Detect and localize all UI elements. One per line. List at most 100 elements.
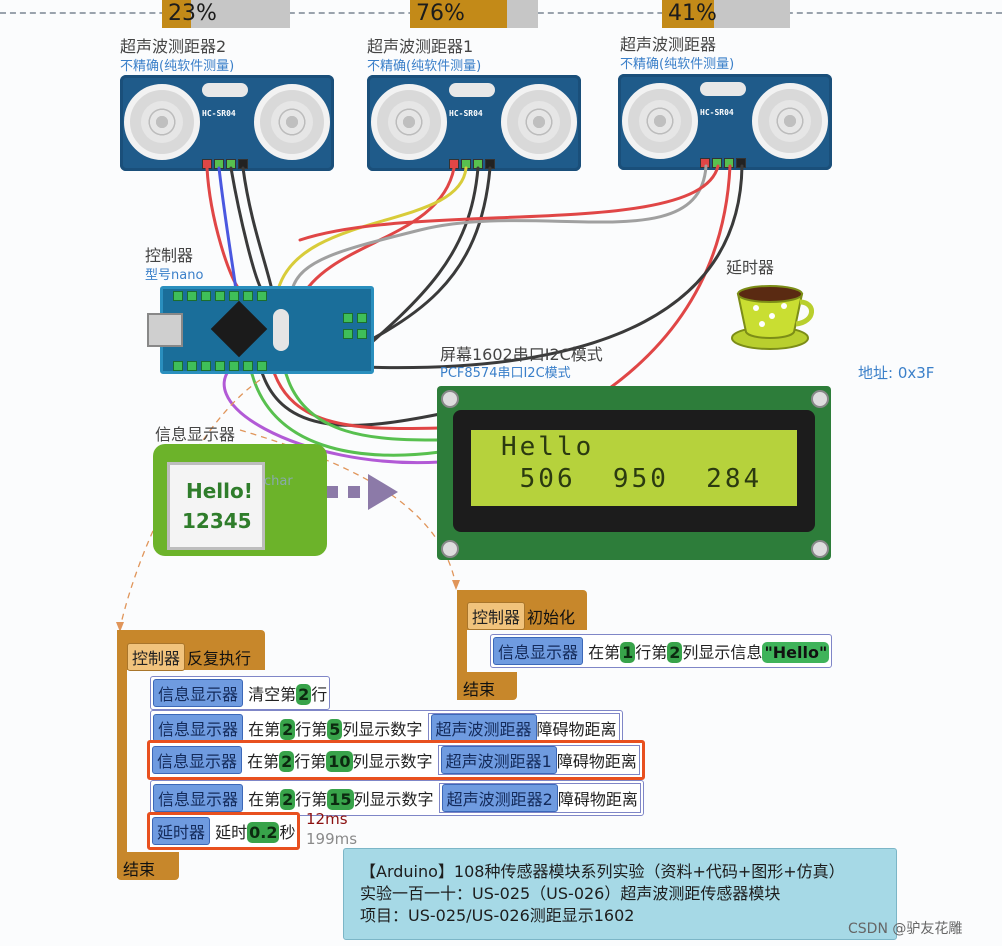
header-pin[interactable] xyxy=(243,291,253,301)
wire-yellow xyxy=(276,166,468,292)
device-chip[interactable]: 信息显示器 xyxy=(152,746,243,774)
header-pin[interactable] xyxy=(187,291,197,301)
init-label: 初始化 xyxy=(527,608,576,627)
wire-red xyxy=(270,364,442,431)
ultrasonic-sensor-2[interactable]: HC-SR04 xyxy=(120,75,334,171)
header-pin[interactable] xyxy=(257,291,267,301)
wire-black xyxy=(334,164,744,370)
loop-block-header[interactable]: 控制器 反复执行 xyxy=(117,630,265,671)
sensor2-subtitle: 不精确(纯软件测量) xyxy=(120,59,235,74)
lcd-1602-display[interactable]: Hello 506 950 284 xyxy=(437,386,831,560)
infodisp-title: 信息显示器 xyxy=(155,425,236,444)
lcd-row-1: Hello xyxy=(501,432,595,462)
info-display-device[interactable]: Hello! 12345 xyxy=(153,444,327,556)
mount-hole xyxy=(441,540,459,558)
delay-device-title: 延时器 xyxy=(726,258,775,277)
sensor-chip[interactable]: 超声波测距器1 xyxy=(440,746,557,774)
stmt-text: 行第 xyxy=(295,790,328,809)
info-line-2: 实验一百一十：US-025（US-026）超声波测距传感器模块 xyxy=(360,884,781,903)
sensor-chip[interactable]: 超声波测距器2 xyxy=(441,784,558,812)
lcd-subtitle: PCF8574串口I2C模式 xyxy=(440,366,571,381)
crystal xyxy=(202,83,248,97)
device-chip[interactable]: 信息显示器 xyxy=(153,784,244,812)
col-number[interactable]: 15 xyxy=(327,789,354,810)
crystal xyxy=(700,82,746,96)
arduino-nano-board[interactable] xyxy=(147,286,374,374)
header-pin[interactable] xyxy=(187,361,197,371)
transducer-left xyxy=(622,83,698,159)
col-number[interactable]: 2 xyxy=(667,642,683,663)
header-pin[interactable] xyxy=(173,291,183,301)
col-number[interactable]: 5 xyxy=(327,719,343,740)
header-pin[interactable] xyxy=(243,361,253,371)
device-chip[interactable]: 信息显示器 xyxy=(493,637,584,665)
sensor-chip[interactable]: 超声波测距器 xyxy=(430,714,537,742)
string-literal[interactable]: "Hello" xyxy=(762,642,830,663)
info-line-2: 12345 xyxy=(182,509,252,533)
stmt-text: 列显示数字 xyxy=(353,790,434,809)
delay-chip[interactable]: 延时器 xyxy=(152,817,211,845)
row-number[interactable]: 2 xyxy=(280,789,296,810)
header-pin[interactable] xyxy=(215,291,225,301)
stmt-text: 列显示数字 xyxy=(352,752,433,771)
lcd-screen: Hello 506 950 284 xyxy=(471,430,797,506)
header-pin[interactable] xyxy=(343,313,353,323)
sensor-reading-expr[interactable]: 超声波测距器障碍物距离 xyxy=(427,713,620,743)
device-chip[interactable]: 信息显示器 xyxy=(153,714,244,742)
header-pin[interactable] xyxy=(343,329,353,339)
ultrasonic-sensor-1[interactable]: HC-SR04 xyxy=(367,75,581,171)
oscillator xyxy=(273,309,289,351)
device-chip[interactable]: 信息显示器 xyxy=(153,679,244,707)
wire-green xyxy=(282,364,442,442)
wire-purple xyxy=(222,358,442,465)
stmt-text: 在第 xyxy=(248,720,281,739)
header-pin[interactable] xyxy=(229,291,239,301)
header-pin[interactable] xyxy=(201,291,211,301)
controller-chip[interactable]: 控制器 xyxy=(467,602,526,630)
col-number[interactable]: 10 xyxy=(326,751,353,772)
stmt-text: 秒 xyxy=(279,823,296,842)
init-block-header[interactable]: 控制器 初始化 xyxy=(457,590,587,630)
row-number[interactable]: 1 xyxy=(620,642,636,663)
header-pin[interactable] xyxy=(201,361,211,371)
mcu-chip xyxy=(210,300,268,358)
row-number[interactable]: 2 xyxy=(279,751,295,772)
wire-red xyxy=(298,164,720,242)
model-label: HC-SR04 xyxy=(202,109,236,118)
stmt-text: 在第 xyxy=(248,790,281,809)
teacup-icon[interactable] xyxy=(730,276,814,352)
property-text: 障碍物距离 xyxy=(556,752,637,771)
char-label: char xyxy=(264,474,293,489)
sensor2-title: 超声波测距器2 xyxy=(120,37,227,56)
header-pin[interactable] xyxy=(215,361,225,371)
stmt-text: 清空第 xyxy=(248,685,297,704)
transducer-right xyxy=(254,84,330,160)
dot xyxy=(326,486,338,498)
property-text: 障碍物距离 xyxy=(536,720,617,739)
header-pin[interactable] xyxy=(357,329,367,339)
transducer-right xyxy=(752,83,828,159)
row-number[interactable]: 2 xyxy=(280,719,296,740)
dot xyxy=(348,486,360,498)
row-number[interactable]: 2 xyxy=(296,684,312,705)
progress-bar-sensor2: 23% xyxy=(162,0,290,28)
model-label: HC-SR04 xyxy=(700,108,734,117)
header-pin[interactable] xyxy=(257,361,267,371)
delay-seconds[interactable]: 0.2 xyxy=(247,822,280,843)
controller-chip[interactable]: 控制器 xyxy=(127,643,186,671)
model-label: HC-SR04 xyxy=(449,109,483,118)
ultrasonic-sensor[interactable]: HC-SR04 xyxy=(618,74,832,170)
sensor-title: 超声波测距器 xyxy=(620,35,717,54)
header-pin[interactable] xyxy=(173,361,183,371)
header-pin[interactable] xyxy=(357,313,367,323)
header-pin[interactable] xyxy=(229,361,239,371)
transducer-left xyxy=(371,84,447,160)
crystal xyxy=(449,83,495,97)
